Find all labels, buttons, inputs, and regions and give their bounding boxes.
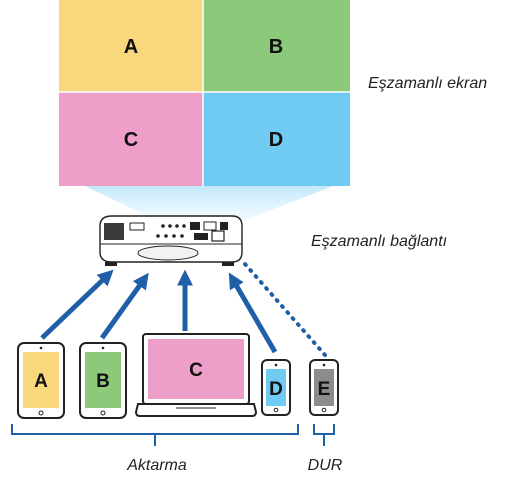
- screen-quadrant-b: [203, 0, 350, 92]
- screen-quadrant-a: [59, 0, 203, 92]
- projection-beam: [85, 186, 333, 222]
- screen-label-b: B: [269, 36, 283, 58]
- screen-caption: Eşzamanlı ekran: [368, 75, 487, 92]
- laptop-c: C: [134, 333, 258, 417]
- device-label-b: B: [96, 371, 110, 392]
- device-label-e: E: [318, 379, 331, 400]
- projected-screen: A B C D: [59, 0, 350, 186]
- stop-bracket: [313, 424, 335, 446]
- projector-icon: [99, 215, 243, 266]
- projector-caption: Eşzamanlı bağlantı: [311, 233, 447, 250]
- screen-label-c: C: [124, 129, 138, 151]
- arrow-device-d: [228, 272, 278, 354]
- transfer-bracket: [11, 424, 299, 446]
- screen-label-d: D: [269, 129, 283, 151]
- screen-label-a: A: [124, 36, 138, 58]
- stopped-connection-line: [243, 262, 327, 357]
- device-label-d: D: [269, 379, 283, 400]
- device-label-c: C: [189, 360, 203, 381]
- device-label-a: A: [34, 371, 48, 392]
- tablet-a: A: [17, 342, 65, 419]
- stop-label: DUR: [308, 457, 343, 474]
- screen-quadrant-c: [59, 92, 203, 186]
- transfer-label: Aktarma: [126, 457, 187, 474]
- phone-e: E: [309, 359, 339, 416]
- phone-d: D: [261, 359, 291, 416]
- tablet-b: B: [79, 342, 127, 419]
- arrow-device-a: [40, 269, 114, 340]
- arrow-device-b: [99, 272, 149, 340]
- screen-quadrant-d: [203, 92, 350, 186]
- connection-arrows: [40, 269, 278, 354]
